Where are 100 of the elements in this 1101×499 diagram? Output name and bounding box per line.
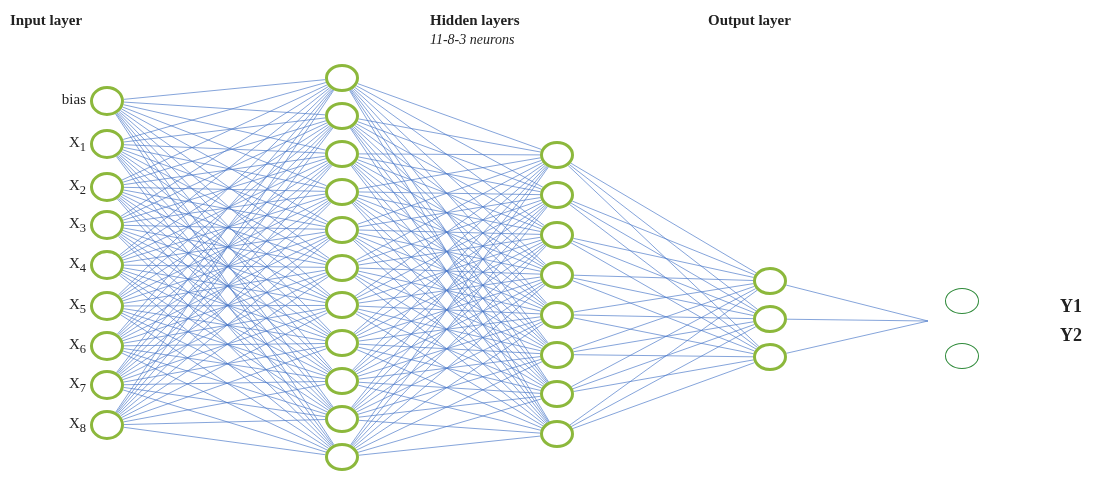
output-neuron-ellipse: [945, 288, 979, 314]
connection-line: [786, 320, 929, 354]
connection-line: [123, 79, 326, 100]
connection-line: [351, 126, 548, 344]
connection-line: [355, 123, 544, 228]
connection-line: [358, 236, 541, 266]
connection-line: [123, 419, 326, 425]
neuron-circle: [90, 370, 124, 400]
connection-line: [123, 305, 326, 307]
connection-line: [120, 314, 329, 449]
input-label: X$_{6}$: [67, 336, 86, 357]
connection-line: [358, 276, 541, 304]
neuron-circle: [325, 253, 359, 282]
connection-line: [351, 88, 548, 304]
connection-line: [120, 86, 329, 217]
connection-line: [358, 356, 541, 380]
connection-line: [123, 426, 326, 456]
connection-line: [122, 158, 327, 221]
connection-line: [121, 122, 328, 219]
connection-line: [123, 155, 326, 186]
connection-line: [122, 120, 327, 183]
connection-line: [123, 104, 326, 151]
layer-heading: Input layer: [10, 12, 83, 29]
connection-line: [122, 389, 327, 453]
neuron-circle: [540, 380, 574, 409]
neuron-circle: [325, 367, 359, 396]
connection-line: [357, 358, 542, 415]
neuron-circle: [90, 172, 124, 202]
neuron-circle: [90, 129, 124, 159]
connection-line: [123, 343, 326, 347]
connection-line: [121, 108, 329, 223]
connection-line: [358, 316, 541, 342]
connection-line: [569, 204, 758, 348]
connection-line: [352, 88, 547, 265]
connection-line: [123, 101, 326, 116]
input-label: X$_{5}$: [67, 296, 86, 317]
connection-line: [357, 319, 542, 377]
connection-line: [572, 362, 755, 430]
connection-line: [573, 314, 754, 320]
connection-line: [573, 237, 754, 278]
connection-line: [122, 149, 327, 225]
neuron-circle: [540, 260, 574, 289]
connection-line: [357, 279, 542, 339]
neuron-circle: [90, 210, 124, 240]
connection-line: [358, 343, 541, 354]
connection-line: [573, 354, 754, 358]
connection-line: [355, 275, 544, 387]
connection-line: [358, 153, 541, 156]
input-label: bias: [60, 91, 86, 108]
neuron-circle: [540, 420, 574, 449]
connection-line: [572, 324, 755, 390]
neuron-circle: [90, 410, 124, 440]
connection-line: [357, 346, 542, 391]
neuron-circle: [325, 64, 359, 92]
connection-line: [570, 202, 757, 312]
connection-line: [358, 395, 541, 418]
connection-line: [573, 274, 754, 281]
connection-line: [357, 384, 542, 431]
neuron-circle: [90, 86, 124, 116]
connection-line: [353, 284, 546, 448]
input-label: X$_{4}$: [67, 255, 86, 276]
input-label: X$_{1}$: [67, 134, 86, 155]
connection-line: [571, 200, 756, 276]
connection-line: [123, 186, 326, 192]
connection-line: [123, 146, 326, 189]
output-label: Y1: [1060, 296, 1082, 317]
connection-line: [573, 277, 754, 316]
connection-line: [352, 125, 547, 305]
connection-line: [123, 144, 326, 154]
connection-line: [357, 121, 542, 190]
neuron-circle: [325, 405, 359, 434]
connection-line: [119, 87, 331, 256]
connection-line: [571, 240, 756, 314]
output-label: Y2: [1060, 325, 1082, 346]
connection-line: [355, 313, 544, 427]
neuron-circle: [540, 300, 574, 329]
neuron-circle: [90, 291, 124, 321]
connection-line: [358, 270, 541, 312]
input-label: X$_{8}$: [67, 415, 86, 436]
connection-line: [356, 311, 543, 389]
connection-line: [358, 118, 541, 153]
connection-line: [117, 235, 332, 447]
connection-line: [358, 232, 541, 272]
neuron-count-note: 11-8-3 neurons: [430, 32, 515, 48]
connection-line: [357, 83, 542, 150]
layer-heading: Output layer: [708, 12, 791, 29]
input-label: X$_{3}$: [67, 215, 86, 236]
connection-line: [123, 264, 326, 268]
connection-line: [122, 106, 327, 187]
connection-line: [356, 273, 543, 349]
connection-line: [123, 117, 326, 143]
connection-line: [354, 86, 545, 226]
connection-line: [358, 229, 541, 235]
connection-line: [358, 381, 541, 394]
connection-line: [786, 318, 929, 322]
connection-line: [121, 84, 328, 181]
connection-line: [122, 82, 327, 140]
connection-line: [569, 289, 758, 426]
connection-line: [356, 235, 543, 309]
connection-line: [119, 274, 331, 448]
